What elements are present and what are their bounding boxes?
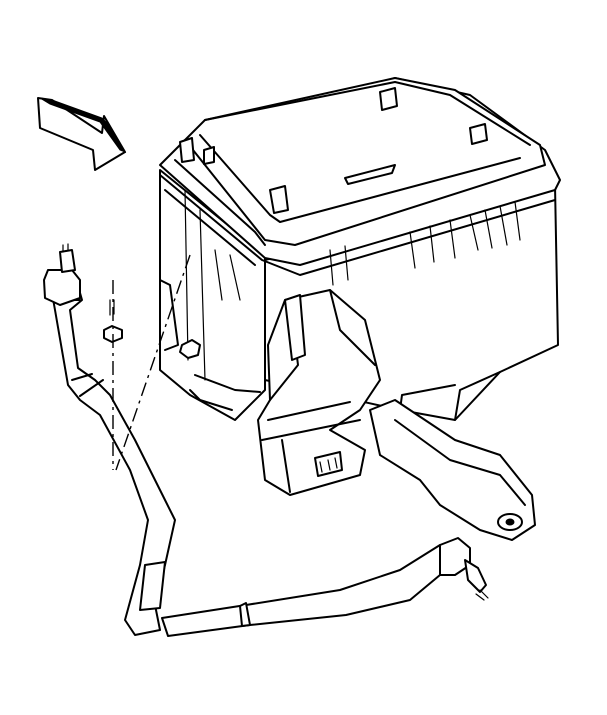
mounting-bracket [369,399,536,541]
front-connector-module [257,289,381,496]
right-tube [161,537,489,637]
left-hose [43,243,176,636]
view-direction-arrow [37,97,127,171]
leader-lines [112,254,191,471]
